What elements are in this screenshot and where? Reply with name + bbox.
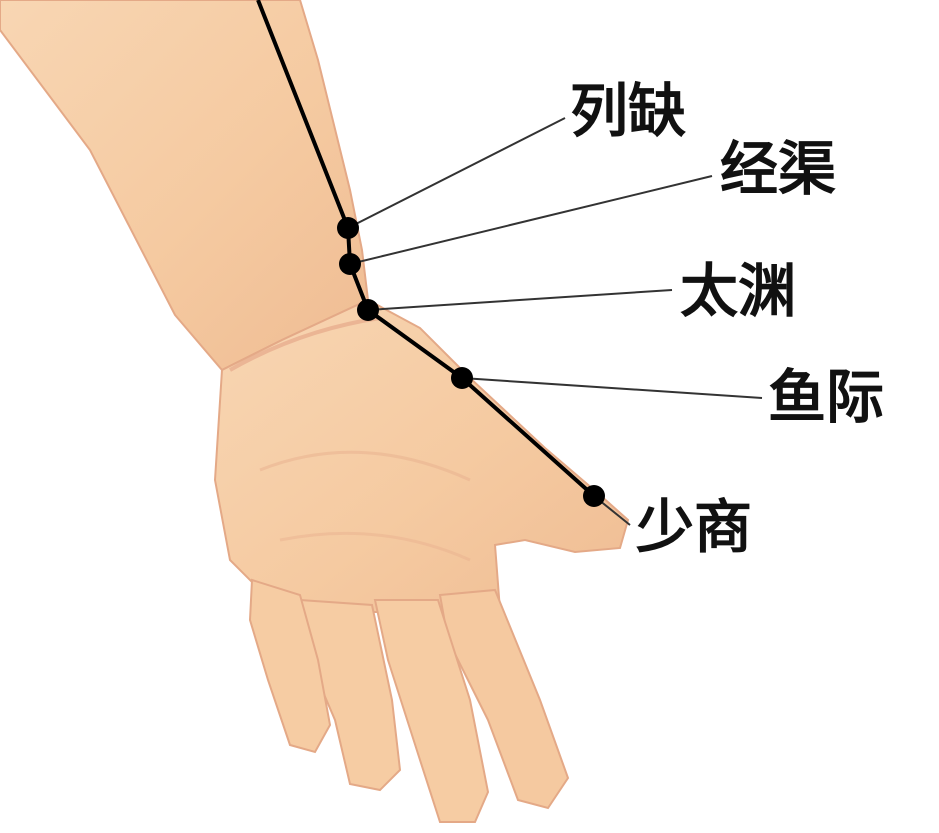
label-shaoshang: 少商 [636, 498, 752, 556]
label-lieque: 列缺 [570, 82, 686, 140]
acupoint-dot-lieque [337, 217, 359, 239]
label-taiyuan: 太渊 [680, 262, 796, 320]
leader-line-jingqu [350, 176, 712, 264]
leader-line-taiyuan [368, 290, 672, 310]
leader-line-lieque [348, 118, 565, 228]
label-jingqu: 经渠 [720, 140, 836, 198]
leader-line-yuji [462, 378, 762, 398]
acupoint-dot-taiyuan [357, 299, 379, 321]
acupoint-dot-jingqu [339, 253, 361, 275]
label-yuji: 鱼际 [768, 368, 884, 426]
acupoint-dot-yuji [451, 367, 473, 389]
acupoint-dot-shaoshang [583, 485, 605, 507]
forearm [0, 0, 368, 370]
